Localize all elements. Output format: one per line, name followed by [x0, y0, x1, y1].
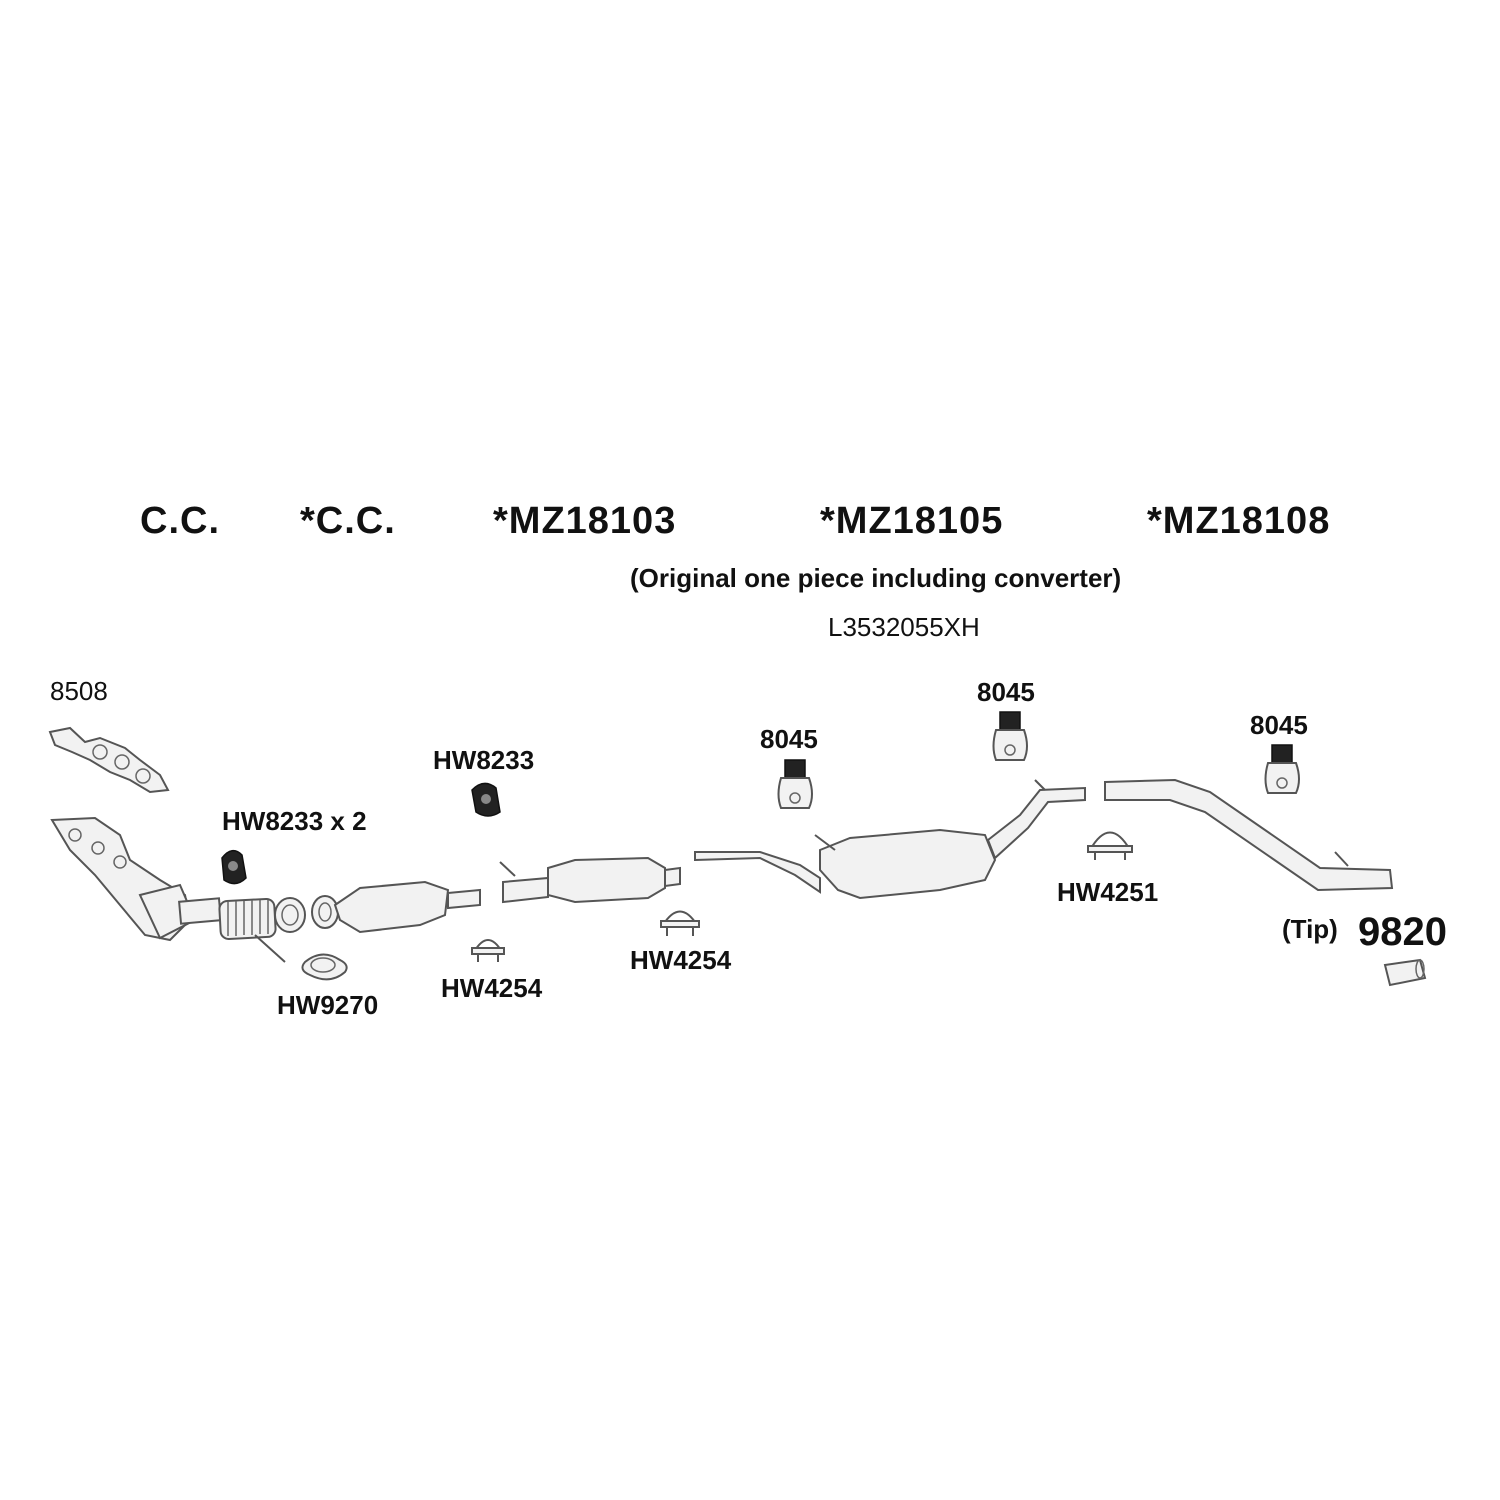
- label-8045-c: 8045: [1250, 710, 1308, 740]
- label-hw9270: HW9270: [277, 990, 379, 1020]
- front-pipe-mz18103: [499, 856, 681, 904]
- label-hw4251: HW4251: [1057, 877, 1159, 907]
- label-hw4254-a: HW4254: [441, 973, 543, 1003]
- front-catalytic-converter: [50, 816, 222, 942]
- heading-tail-pipe: *MZ18108: [1147, 500, 1331, 542]
- manifold-gasket-8508: [48, 726, 170, 794]
- label-8045-a: 8045: [760, 724, 818, 754]
- label-hw8233: HW8233: [433, 745, 535, 775]
- heading-cc-rear: *C.C.: [300, 500, 396, 542]
- label-8508: 8508: [50, 676, 108, 706]
- heading-cc-front: C.C.: [140, 500, 220, 542]
- label-8045-b: 8045: [977, 677, 1035, 707]
- muffler-mz18105: [694, 779, 1086, 900]
- hanger-8045-c: [1264, 744, 1300, 794]
- clamp-hw4254-b: [660, 910, 700, 936]
- flex-pipe: [218, 897, 286, 963]
- heading-front-pipe: *MZ18103: [493, 500, 677, 542]
- rubber-hanger-hw8233: [471, 782, 501, 817]
- label-tip-prefix: (Tip): [1282, 914, 1338, 944]
- exhaust-tip-9820: [1383, 958, 1427, 987]
- flange: [274, 895, 339, 933]
- heading-muffler: *MZ18105: [820, 500, 1004, 542]
- label-tip-9820: 9820: [1358, 910, 1447, 954]
- rear-catalytic-converter: [333, 880, 481, 934]
- clamp-hw4251: [1087, 831, 1133, 860]
- hanger-8045-a: [777, 759, 813, 809]
- clamp-hw4254-a: [471, 939, 505, 962]
- label-hw4254-b: HW4254: [630, 945, 732, 975]
- hanger-8045-b: [992, 711, 1028, 761]
- tail-pipe-mz18108: [1104, 778, 1394, 892]
- note-original-one-piece: (Original one piece including converter): [630, 563, 1122, 593]
- rubber-hanger-hw8233-x2: [221, 849, 247, 885]
- label-hw8233-x2: HW8233 x 2: [222, 806, 367, 836]
- gasket-hw9270: [301, 953, 348, 981]
- oem-part-number: L3532055XH: [828, 612, 980, 642]
